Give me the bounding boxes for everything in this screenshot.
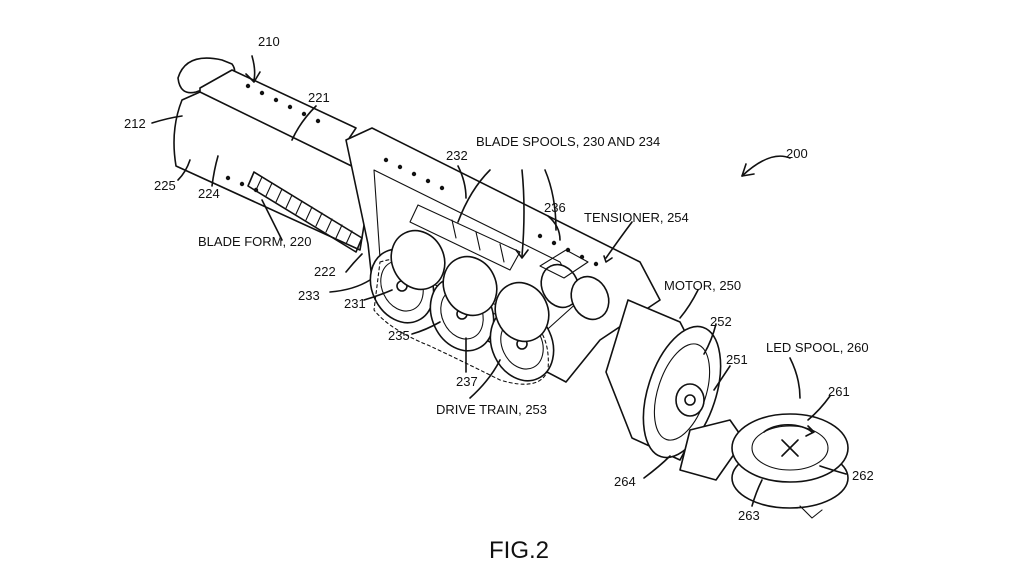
blade-spool-band [409,204,521,271]
label-261: 261 [828,384,850,399]
device-body [173,57,849,519]
label-236: 236 [544,200,566,215]
label-tensioner: TENSIONER, 254 [584,210,689,225]
upper-spool-wheels [390,229,550,343]
label-222: 222 [314,264,336,279]
label-blade-spools: BLADE SPOOLS, 230 AND 234 [476,134,660,149]
label-221: 221 [308,90,330,105]
label-led-spool: LED SPOOL, 260 [766,340,869,355]
label-212: 212 [124,116,146,131]
led-bracket [679,419,745,481]
label-225: 225 [154,178,176,193]
label-blade-form: BLADE FORM, 220 [198,234,311,249]
label-264: 264 [614,474,636,489]
motor-cylinder [605,299,722,461]
label-231: 231 [344,296,366,311]
label-210: 210 [258,34,280,49]
figure-caption: FIG.2 [489,537,549,564]
callout-labels: 210 221 212 225 224 232 BLADE SPOOLS, 23… [124,34,874,523]
tensioner-assembly [539,249,610,321]
led-spool-drawing [731,413,849,519]
spool-bay [373,169,581,337]
blade-form [247,171,363,253]
label-237: 237 [456,374,478,389]
label-262: 262 [852,468,874,483]
label-232: 232 [446,148,468,163]
label-drive-train: DRIVE TRAIN, 253 [436,402,547,417]
label-224: 224 [198,186,220,201]
label-235: 235 [388,328,410,343]
label-263: 263 [738,508,760,523]
label-252: 252 [710,314,732,329]
label-motor: MOTOR, 250 [664,278,741,293]
label-200: 200 [786,146,808,161]
label-233: 233 [298,288,320,303]
label-251: 251 [726,352,748,367]
leader-lines [151,55,847,507]
rail-holes [225,83,599,267]
